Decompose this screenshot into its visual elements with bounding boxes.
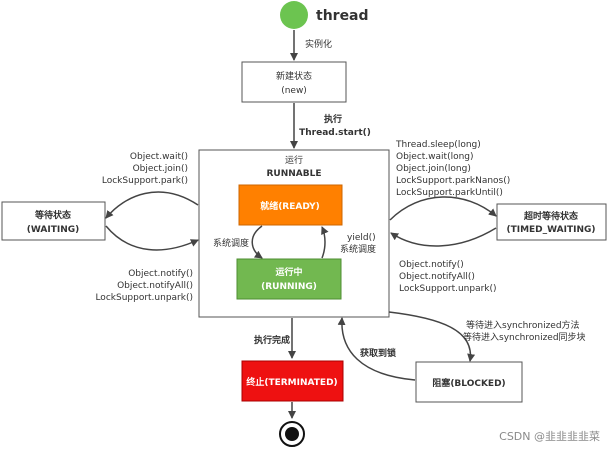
waiting-state-sublabel: (WAITING) [27, 225, 79, 235]
timed-in-label-4: LockSupport.parkNanos() [396, 176, 510, 186]
waiting-in-label-1: Object.wait() [130, 152, 188, 162]
watermark: CSDN @韭韭韭韭菜 [499, 430, 600, 443]
running-state-box [236, 258, 342, 300]
timed-waiting-state-box [496, 203, 607, 241]
blocked-in-label-1: 等待进入synchronized方法 [466, 319, 580, 331]
edge-instantiate-label: 实例化 [305, 38, 332, 50]
edge-execute-label: 执行 [324, 113, 342, 125]
new-state-box [241, 61, 347, 103]
runnable-label: 运行 [285, 154, 303, 166]
edge-runnable-to-timed-waiting [389, 196, 497, 221]
edge-runnable-to-blocked [388, 311, 476, 362]
timed-out-label-2: Object.notifyAll() [399, 272, 475, 282]
timed-waiting-state-label: 超时等待状态 [523, 210, 578, 222]
edge-ready-to-running [251, 225, 263, 259]
waiting-out-label-3: LockSupport.unpark() [95, 293, 193, 303]
new-state-sublabel: (new) [281, 86, 307, 96]
sched-right-sublabel: 系统调度 [340, 243, 376, 255]
running-state-label: 运行中 [275, 266, 302, 278]
ready-state-label: 就绪(READY) [260, 200, 320, 212]
edge-finish-label: 执行完成 [254, 334, 290, 346]
timed-waiting-state-sublabel: (TIMED_WAITING) [506, 225, 595, 235]
waiting-in-label-2: Object.join() [133, 164, 188, 174]
edge-timed-waiting-to-runnable [390, 227, 497, 247]
blocked-out-label: 获取到锁 [360, 347, 396, 359]
waiting-in-label-3: LockSupport.park() [102, 176, 188, 186]
sched-left-label: 系统调度 [213, 237, 249, 249]
blocked-state-box [415, 361, 523, 403]
terminated-state-label: 终止(TERMINATED) [245, 376, 337, 388]
start-label: thread [316, 8, 369, 24]
end-node-center [285, 427, 299, 441]
edge-waiting-to-runnable [105, 225, 199, 251]
new-state-label: 新建状态 [276, 70, 312, 82]
running-state-sublabel: (RUNNING) [261, 282, 317, 292]
timed-out-label-3: LockSupport.unpark() [399, 284, 497, 294]
waiting-out-label-1: Object.notify() [128, 269, 193, 279]
runnable-sublabel: RUNNABLE [266, 169, 321, 179]
edge-start-method-label: Thread.start() [299, 128, 371, 138]
edge-blocked-to-runnable [337, 317, 416, 381]
sched-right-label: yield() [347, 233, 376, 243]
timed-in-label-3: Object.join(long) [396, 164, 471, 174]
timed-in-label-5: LockSupport.parkUntil() [396, 188, 503, 198]
waiting-out-label-2: Object.notifyAll() [117, 281, 193, 291]
blocked-state-label: 阻塞(BLOCKED) [432, 377, 505, 389]
timed-in-label-2: Object.wait(long) [396, 152, 474, 162]
blocked-in-label-2: 等待进入synchronized同步块 [463, 331, 586, 343]
timed-out-label-1: Object.notify() [399, 260, 464, 270]
waiting-state-box [1, 201, 106, 241]
start-node [280, 1, 308, 29]
edge-runnable-to-waiting [105, 191, 199, 219]
edge-running-to-ready [321, 226, 329, 259]
timed-in-label-1: Thread.sleep(long) [395, 140, 481, 150]
ready-state-box [238, 184, 343, 226]
waiting-state-label: 等待状态 [34, 209, 71, 221]
terminated-state-box [241, 360, 344, 402]
